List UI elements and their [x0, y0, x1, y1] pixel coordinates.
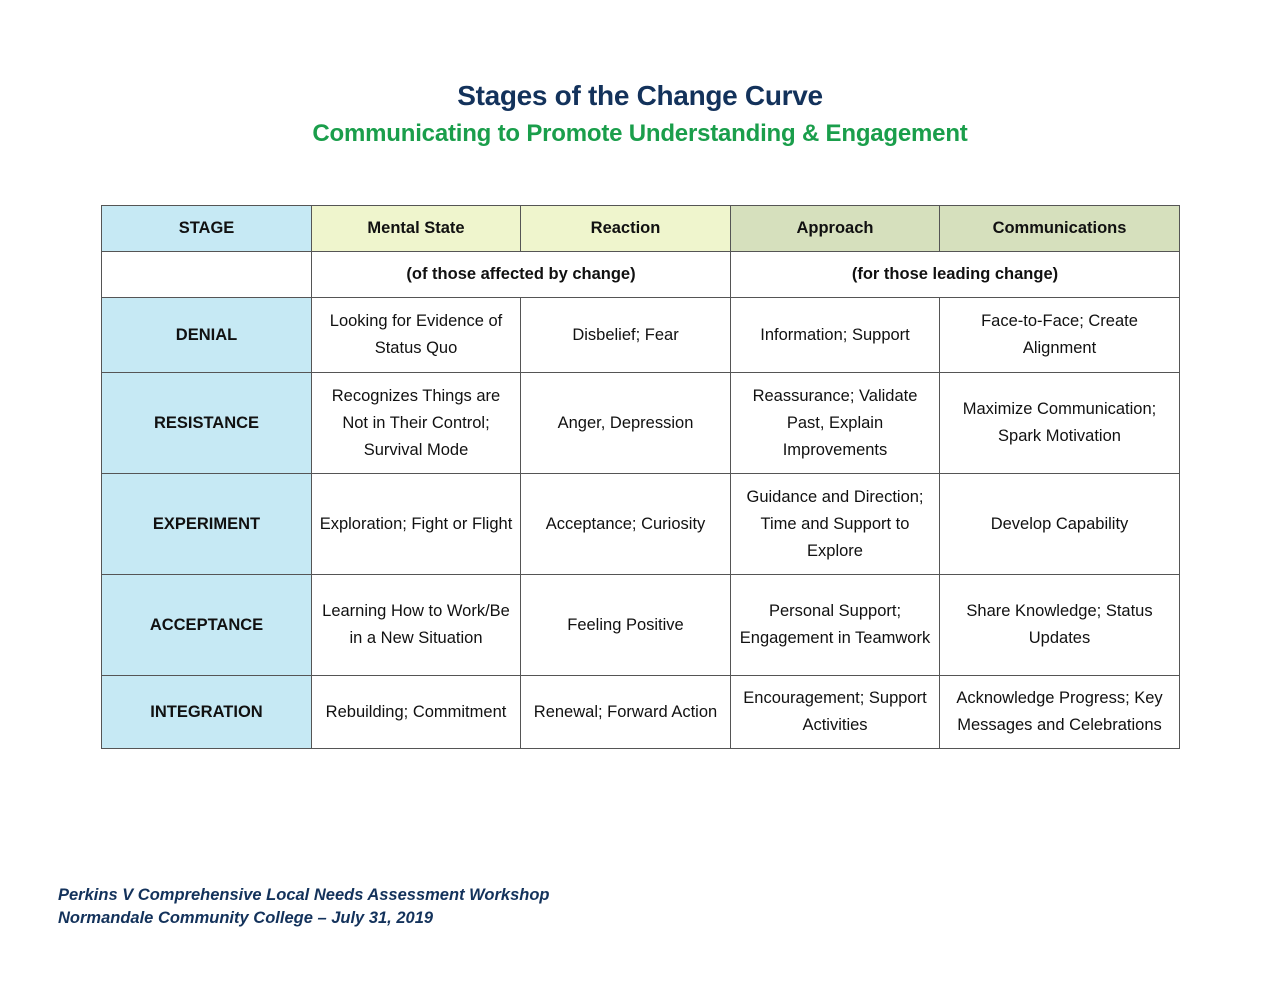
communications-cell: Develop Capability [939, 473, 1180, 575]
header-row: STAGE Mental State Reaction Approach Com… [101, 205, 1180, 252]
stage-cell: INTEGRATION [101, 675, 312, 749]
change-curve-table: STAGE Mental State Reaction Approach Com… [101, 205, 1180, 749]
communications-cell: Face-to-Face; Create Alignment [939, 297, 1180, 373]
subheader-empty [101, 251, 312, 298]
page-title: Stages of the Change Curve [457, 80, 823, 111]
footer-college-date: Normandale Community College – July 31, … [58, 909, 434, 927]
header-communications: Communications [939, 205, 1180, 252]
header-mental-state: Mental State [311, 205, 521, 252]
stage-cell: DENIAL [101, 297, 312, 373]
reaction-cell: Anger, Depression [520, 372, 731, 474]
reaction-cell: Feeling Positive [520, 574, 731, 676]
reaction-cell: Disbelief; Fear [520, 297, 731, 373]
table-row: RESISTANCE Recognizes Things are Not in … [101, 372, 1180, 474]
footer-workshop: Perkins V Comprehensive Local Needs Asse… [58, 886, 550, 904]
subheader-leading: (for those leading change) [730, 251, 1180, 298]
table-row: DENIAL Looking for Evidence of Status Qu… [101, 297, 1180, 373]
reaction-cell: Renewal; Forward Action [520, 675, 731, 749]
communications-cell: Maximize Communication; Spark Motivation [939, 372, 1180, 474]
header-reaction: Reaction [520, 205, 731, 252]
table-row: INTEGRATION Rebuilding; Commitment Renew… [101, 675, 1180, 749]
footer: Perkins V Comprehensive Local Needs Asse… [58, 884, 550, 930]
header-stage: STAGE [101, 205, 312, 252]
mental-state-cell: Looking for Evidence of Status Quo [311, 297, 521, 373]
header-approach: Approach [730, 205, 940, 252]
communications-cell: Acknowledge Progress; Key Messages and C… [939, 675, 1180, 749]
approach-cell: Personal Support; Engagement in Teamwork [730, 574, 940, 676]
stage-cell: EXPERIMENT [101, 473, 312, 575]
mental-state-cell: Exploration; Fight or Flight [311, 473, 521, 575]
communications-cell: Share Knowledge; Status Updates [939, 574, 1180, 676]
mental-state-cell: Rebuilding; Commitment [311, 675, 521, 749]
mental-state-cell: Recognizes Things are Not in Their Contr… [311, 372, 521, 474]
subheader-affected: (of those affected by change) [311, 251, 731, 298]
stage-cell: RESISTANCE [101, 372, 312, 474]
approach-cell: Reassurance; Validate Past, Explain Impr… [730, 372, 940, 474]
mental-state-cell: Learning How to Work/Be in a New Situati… [311, 574, 521, 676]
approach-cell: Information; Support [730, 297, 940, 373]
table-row: EXPERIMENT Exploration; Fight or Flight … [101, 473, 1180, 575]
table-row: ACCEPTANCE Learning How to Work/Be in a … [101, 574, 1180, 676]
approach-cell: Encouragement; Support Activities [730, 675, 940, 749]
subheader-row: (of those affected by change) (for those… [101, 251, 1180, 298]
stage-cell: ACCEPTANCE [101, 574, 312, 676]
reaction-cell: Acceptance; Curiosity [520, 473, 731, 575]
page-subtitle: Communicating to Promote Understanding &… [312, 120, 968, 147]
approach-cell: Guidance and Direction; Time and Support… [730, 473, 940, 575]
